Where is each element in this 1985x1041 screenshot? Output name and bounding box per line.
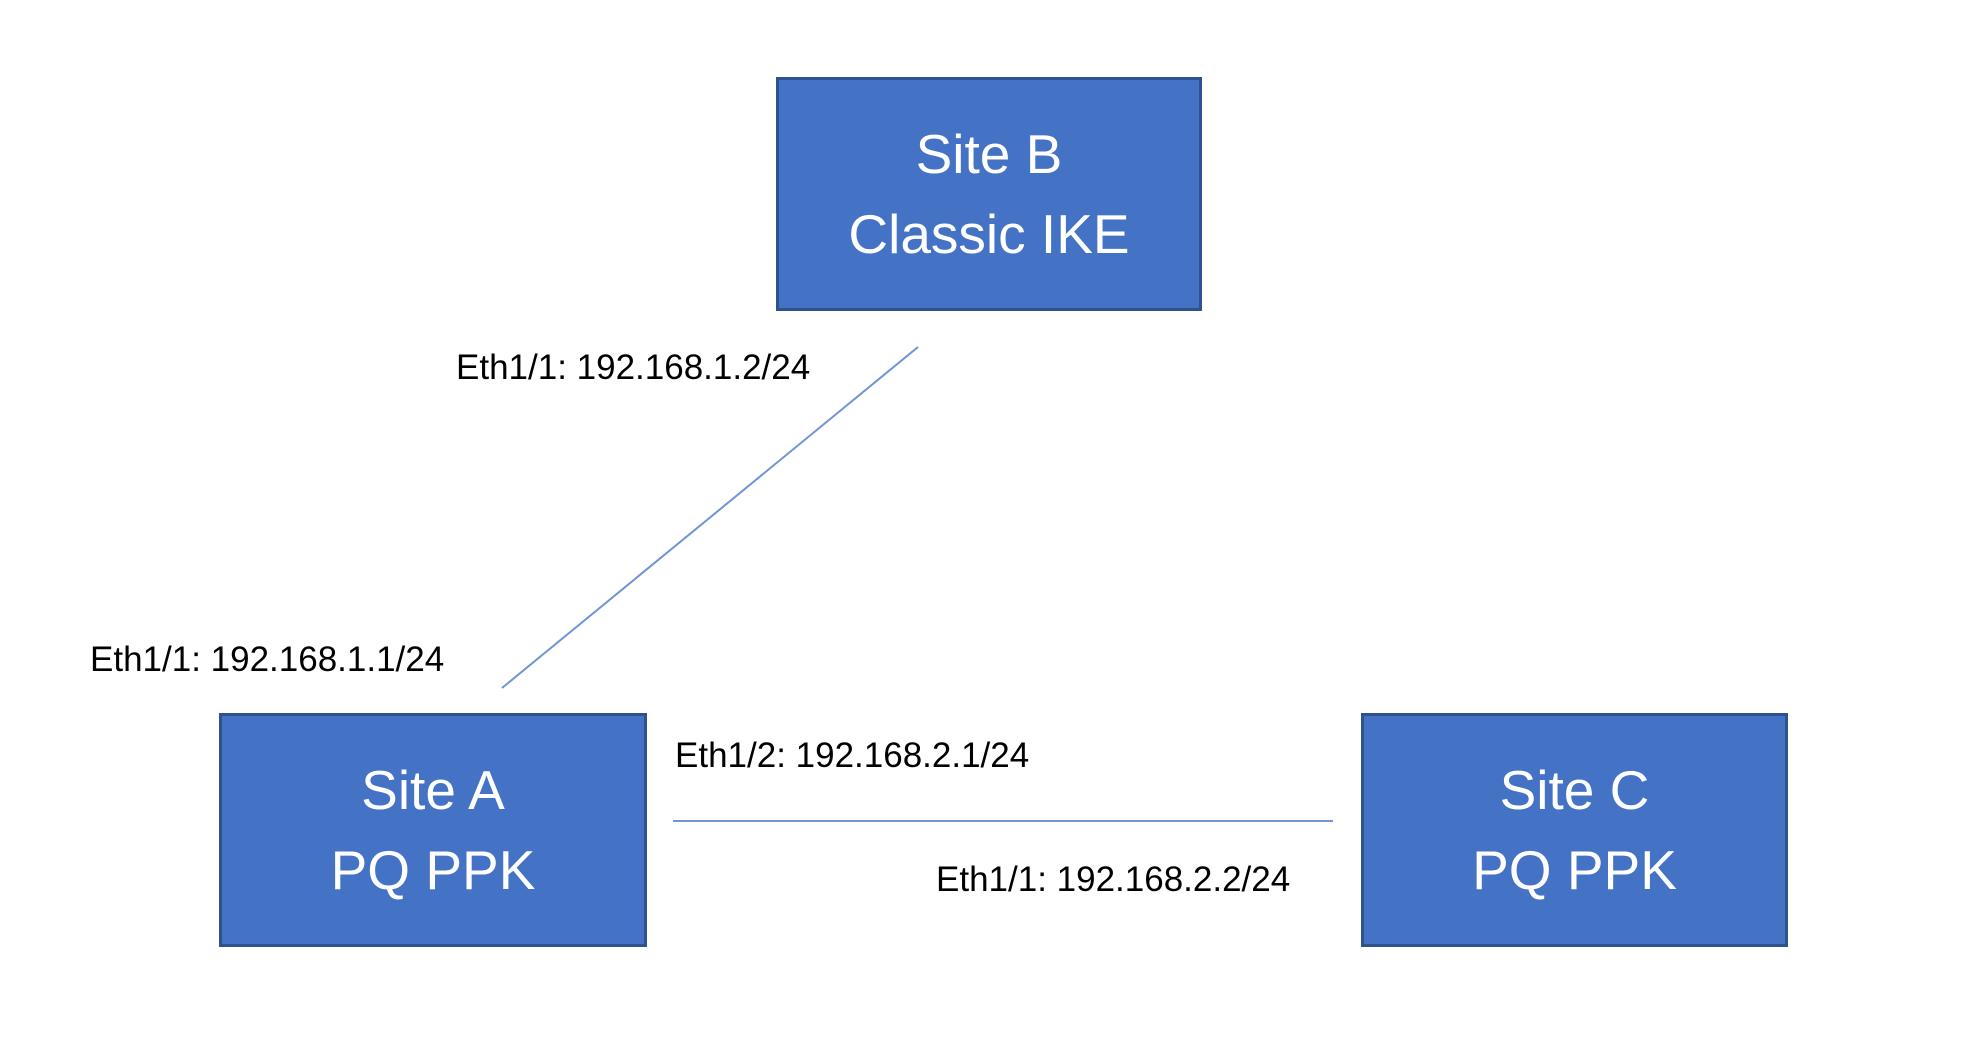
site-a-eth11-label: Eth1/1: 192.168.1.1/24 [90,640,445,679]
site-b-name: Site B [915,123,1063,185]
site-a-node: Site A PQ PPK [219,713,647,947]
site-c-eth11-label: Eth1/1: 192.168.2.2/24 [936,860,1291,899]
site-b-eth11-label: Eth1/1: 192.168.1.2/24 [456,348,811,387]
site-c-node: Site C PQ PPK [1361,713,1788,947]
site-c-name: Site C [1499,759,1650,821]
site-a-name: Site A [361,759,505,821]
site-a-mode: PQ PPK [330,839,536,901]
site-a-eth12-label: Eth1/2: 192.168.2.1/24 [675,736,1030,775]
site-c-mode: PQ PPK [1472,839,1677,901]
site-b-node: Site B Classic IKE [776,77,1202,311]
link-a-to-b [501,346,919,689]
site-b-mode: Classic IKE [848,203,1130,265]
